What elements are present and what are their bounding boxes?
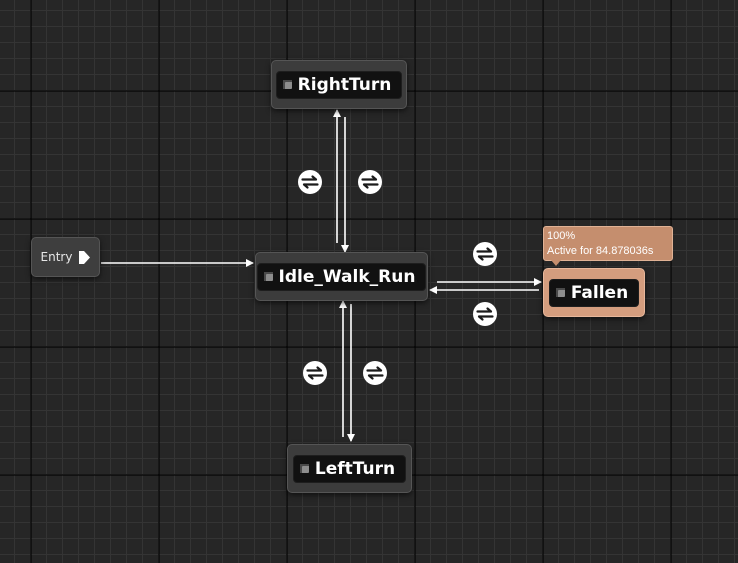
transition-rule-icon[interactable]: [472, 301, 498, 327]
state-icon: [299, 464, 309, 473]
state-label-fallen: Fallen: [570, 282, 629, 303]
state-node-title: Fallen: [548, 278, 640, 307]
transition-rule-icon[interactable]: [302, 360, 328, 386]
state-label-leftturn: LeftTurn: [314, 458, 396, 479]
state-node-leftturn[interactable]: LeftTurn: [287, 444, 412, 493]
transition-rule-icon[interactable]: [297, 169, 323, 195]
state-node-title: RightTurn: [275, 70, 403, 99]
state-label-idle-walk-run: Idle_Walk_Run: [278, 266, 416, 287]
entry-label: Entry: [40, 250, 73, 264]
state-weight-text: 100%: [547, 230, 576, 242]
active-time-text: Active for 84.878036s: [547, 245, 654, 257]
state-node-rightturn[interactable]: RightTurn: [271, 60, 407, 109]
fallen-status-tooltip: 100% Active for 84.878036s: [543, 226, 673, 266]
play-arrow-icon: [79, 250, 91, 264]
state-node-title: LeftTurn: [292, 454, 407, 483]
state-icon: [282, 80, 292, 89]
state-node-idle-walk-run[interactable]: Idle_Walk_Run: [255, 252, 428, 301]
state-icon: [263, 272, 273, 281]
entry-node[interactable]: Entry: [31, 237, 100, 277]
state-label-rightturn: RightTurn: [297, 74, 392, 95]
transition-rule-icon[interactable]: [362, 360, 388, 386]
transition-rule-icon[interactable]: [472, 241, 498, 267]
state-icon: [555, 288, 565, 297]
state-node-fallen[interactable]: Fallen: [543, 268, 645, 317]
state-node-title: Idle_Walk_Run: [256, 262, 427, 291]
transition-rule-icon[interactable]: [357, 169, 383, 195]
